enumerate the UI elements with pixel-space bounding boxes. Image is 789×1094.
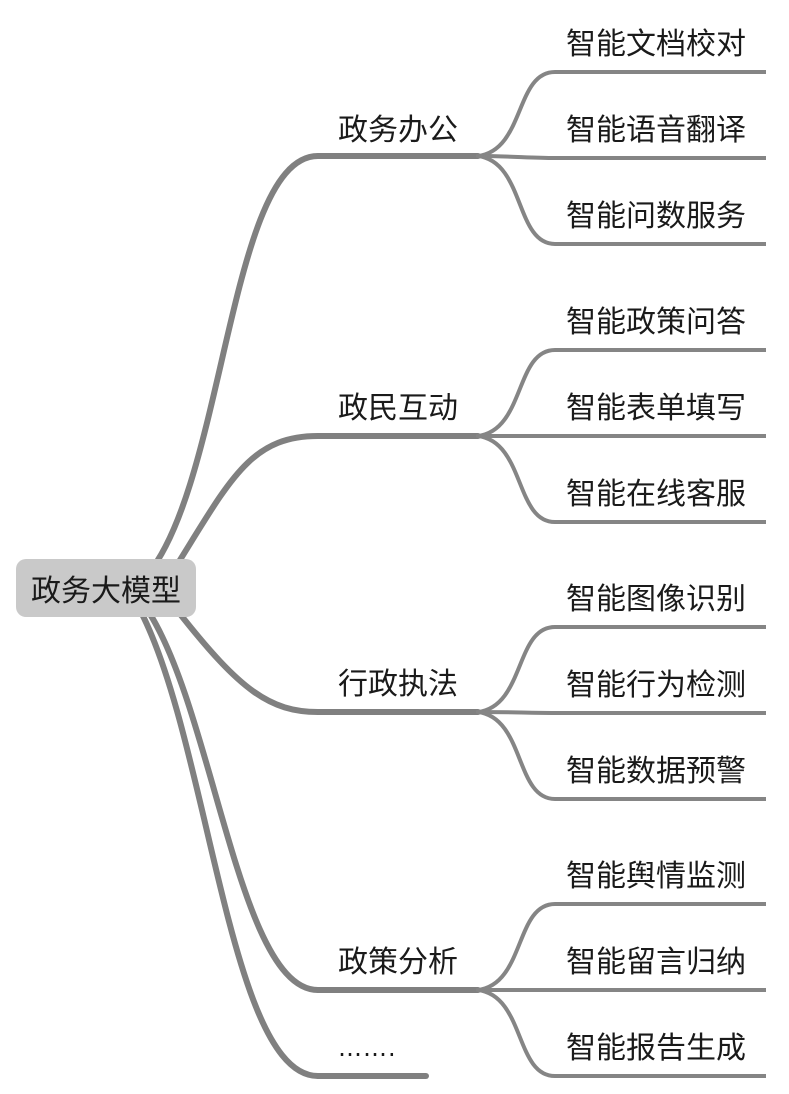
connector-root-branch-1 bbox=[145, 153, 321, 577]
leaf-node-2-2[interactable]: 智能表单填写 bbox=[566, 391, 746, 426]
leaf-node-2-3[interactable]: 智能在线客服 bbox=[566, 477, 746, 512]
leaf-node-1-1[interactable]: 智能文档校对 bbox=[566, 27, 746, 62]
connector-root-more bbox=[139, 611, 321, 1079]
connector-root-branch-2 bbox=[172, 433, 321, 571]
connector-root-branch-3 bbox=[177, 611, 321, 715]
more-node[interactable]: ……. bbox=[338, 1034, 397, 1062]
connector-branch-1-leaf-1 bbox=[476, 70, 557, 158]
connector-root-branch-4 bbox=[147, 611, 321, 993]
root-node[interactable]: 政务大模型 bbox=[16, 559, 196, 617]
branch-node-3[interactable]: 行政执法 bbox=[338, 667, 458, 702]
leaf-node-4-3[interactable]: 智能报告生成 bbox=[566, 1031, 746, 1066]
connector-branch-1-leaf-3 bbox=[476, 154, 557, 246]
leaf-node-4-1[interactable]: 智能舆情监测 bbox=[566, 859, 746, 894]
connector-branch-3-leaf-2 bbox=[476, 710, 557, 715]
connector-branch-3-leaf-3 bbox=[476, 710, 557, 801]
connector-branch-4-leaf-3 bbox=[476, 988, 557, 1078]
leaf-node-2-1[interactable]: 智能政策问答 bbox=[566, 305, 746, 340]
root-node-label: 政务大模型 bbox=[31, 574, 181, 609]
branch-node-1[interactable]: 政务办公 bbox=[338, 113, 458, 148]
connector-branch-3-leaf-1 bbox=[476, 625, 557, 714]
leaf-node-3-3[interactable]: 智能数据预警 bbox=[566, 754, 746, 789]
connector-branch-2-leaf-3 bbox=[476, 434, 557, 524]
leaf-node-3-1[interactable]: 智能图像识别 bbox=[566, 582, 746, 617]
leaf-node-3-2[interactable]: 智能行为检测 bbox=[566, 668, 746, 703]
leaf-node-4-2[interactable]: 智能留言归纳 bbox=[566, 945, 746, 980]
connector-branch-2-leaf-1 bbox=[476, 348, 557, 438]
branch-node-4[interactable]: 政策分析 bbox=[338, 945, 458, 980]
leaf-node-1-2[interactable]: 智能语音翻译 bbox=[566, 113, 746, 148]
branch-node-2[interactable]: 政民互动 bbox=[338, 391, 458, 426]
leaf-node-1-3[interactable]: 智能问数服务 bbox=[566, 199, 746, 234]
connector-branch-4-leaf-1 bbox=[476, 902, 557, 992]
